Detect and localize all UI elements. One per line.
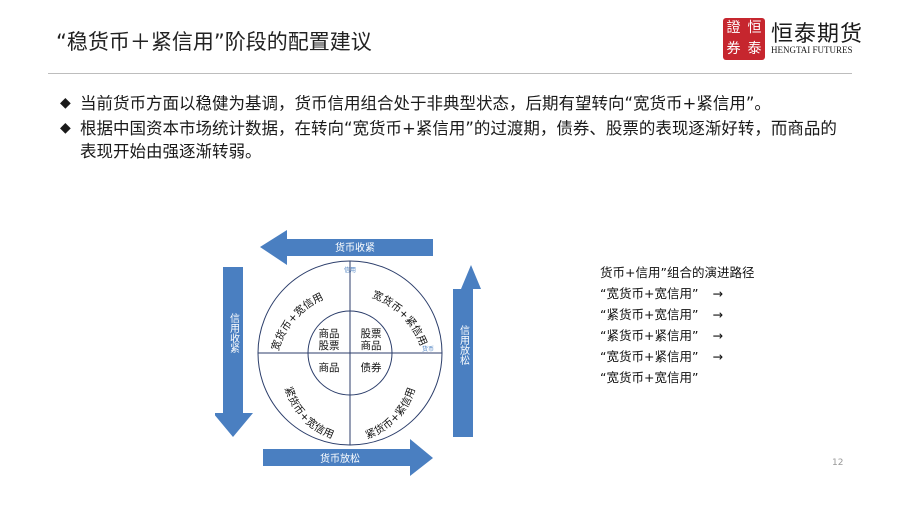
axis-label-top: 信用 [344, 266, 356, 274]
path-step-label: “宽货币+宽信用” [600, 286, 699, 301]
quadrant-asset: 商品 [319, 361, 340, 374]
company-logo: 證 恒 券 泰 恒泰期货 HENGTAI FUTURES [723, 18, 863, 62]
path-step: “宽货币+紧信用” → [600, 346, 754, 367]
arrow-down-icon [215, 267, 253, 437]
ring-label-top-left: 宽货币+宽信用 [269, 291, 326, 353]
quadrant-asset: 股票 [361, 328, 382, 340]
quadrant-asset: 商品 [319, 327, 340, 340]
arrow-label-right: 信用放松 [458, 325, 470, 366]
seal-char: 泰 [747, 41, 762, 57]
bullet-list: ◆ 当前货币方面以稳健为基调，货币信用组合处于非典型状态，后期有望转向“宽货币+… [60, 92, 840, 165]
path-step: “宽货币+宽信用” → [600, 283, 754, 304]
ring-label-bottom-right: 紧货币+紧信用 [364, 386, 418, 442]
quadrant-asset: 债券 [361, 361, 382, 374]
slide-title: “稳货币＋紧信用”阶段的配置建议 [56, 30, 372, 54]
arrow-label-top: 货币收紧 [335, 241, 375, 254]
title-divider [48, 73, 852, 74]
arrow-bottom-right-icon [263, 439, 433, 476]
page-number: 12 [832, 458, 844, 468]
right-arrow-icon: → [712, 307, 723, 322]
arrow-label-bottom: 货币放松 [320, 452, 360, 465]
bullet-item: ◆ 根据中国资本市场统计数据，在转向“宽货币+紧信用”的过渡期，债券、股票的表现… [60, 117, 840, 163]
seal-char: 券 [726, 41, 741, 57]
right-arrow-icon: → [712, 349, 723, 364]
right-arrow-icon: → [712, 286, 723, 301]
path-step-label: “紧货币+宽信用” [600, 307, 699, 322]
ring-label-top-left-text: 宽货币+宽信用 [269, 291, 326, 353]
money-credit-cycle-diagram: 货币收紧 货币放松 信用收紧 信用放松 信用 货币 宽货币+宽信用 宽货币+紧信… [215, 230, 481, 476]
path-step-label: “紧货币+紧信用” [600, 328, 699, 343]
path-step-label: “宽货币+紧信用” [600, 349, 699, 364]
diamond-bullet-icon: ◆ [60, 95, 71, 111]
ring-label-bottom-right-text: 紧货币+紧信用 [364, 386, 418, 442]
arrow-top-left-icon [260, 230, 433, 265]
evolution-path-panel: 货币+信用”组合的演进路径 “宽货币+宽信用” → “紧货币+宽信用” → “紧… [600, 262, 754, 388]
ring-label-bottom-left: 紧货币+宽信用 [282, 385, 336, 441]
seal-char: 恒 [747, 20, 762, 36]
quadrant-asset: 商品 [361, 339, 382, 352]
brand-name-cn: 恒泰期货 [771, 22, 864, 47]
arrow-up-icon [453, 265, 481, 437]
bullet-text: 根据中国资本市场统计数据，在转向“宽货币+紧信用”的过渡期，债券、股票的表现逐渐… [80, 119, 837, 161]
arrow-label-left: 信用收紧 [228, 313, 240, 353]
ring-label-bottom-left-text: 紧货币+宽信用 [282, 385, 336, 441]
right-arrow-icon: → [712, 328, 723, 343]
axis-label-right: 货币 [422, 345, 434, 353]
bullet-item: ◆ 当前货币方面以稳健为基调，货币信用组合处于非典型状态，后期有望转向“宽货币+… [60, 92, 840, 115]
path-step-label: “宽货币+宽信用” [600, 370, 699, 385]
brand-name-en: HENGTAI FUTURES [771, 45, 853, 55]
diamond-bullet-icon: ◆ [60, 120, 71, 136]
bullet-text: 当前货币方面以稳健为基调，货币信用组合处于非典型状态，后期有望转向“宽货币+紧信… [80, 94, 771, 113]
path-step: “宽货币+宽信用” [600, 367, 754, 388]
quadrant-asset: 股票 [319, 340, 340, 352]
logo-seal: 證 恒 券 泰 [723, 18, 765, 60]
seal-char: 證 [726, 20, 741, 36]
path-step: “紧货币+紧信用” → [600, 325, 754, 346]
path-step: “紧货币+宽信用” → [600, 304, 754, 325]
path-title: 货币+信用”组合的演进路径 [600, 265, 755, 280]
